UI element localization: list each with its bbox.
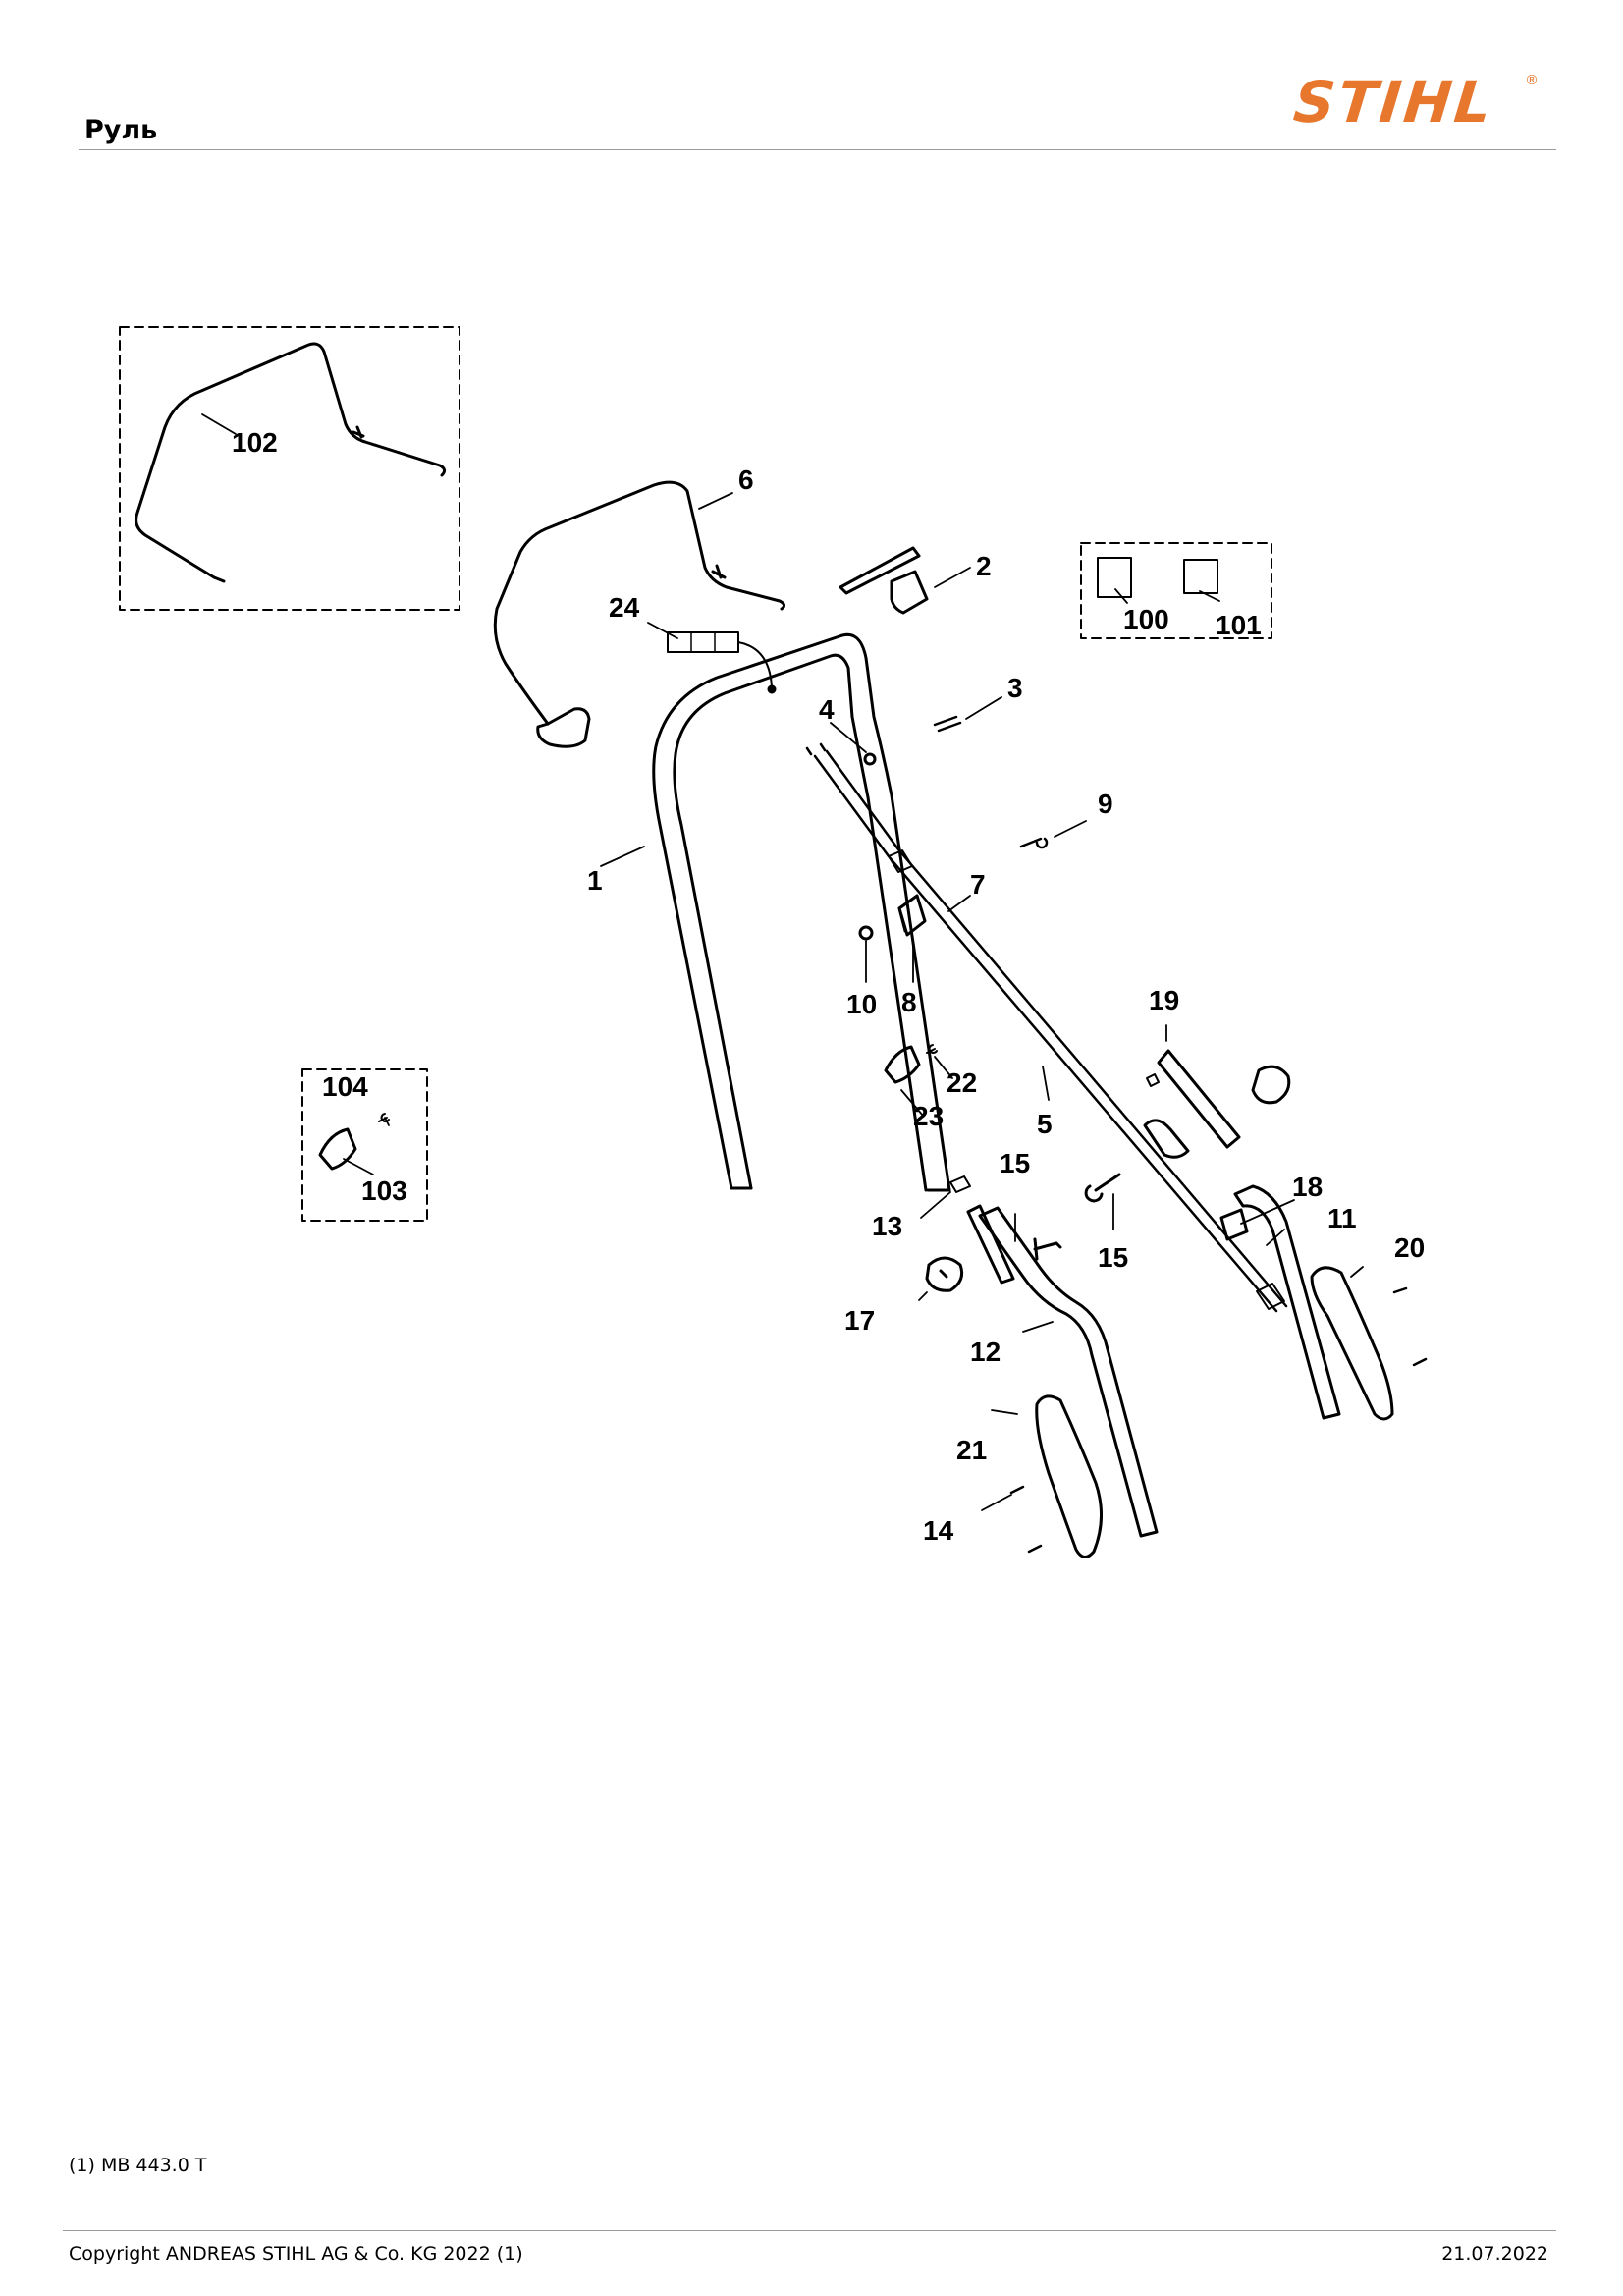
callout-15a: 15 (1000, 1148, 1030, 1178)
part-3-pin (933, 715, 962, 733)
callout-14: 14 (923, 1515, 954, 1546)
header-divider (79, 149, 1556, 150)
callout-103: 103 (361, 1175, 407, 1206)
callout-3: 3 (1007, 673, 1023, 703)
part-1-upper-handle (652, 632, 951, 1192)
callout-17: 17 (844, 1305, 875, 1336)
logo-registered-mark: ® (1525, 73, 1539, 88)
callout-19: 19 (1149, 985, 1179, 1015)
part-9-screw (1019, 837, 1049, 849)
part-21-side-cover-left (1009, 1394, 1104, 1558)
callout-4: 4 (819, 694, 835, 725)
callout-24: 24 (609, 592, 640, 623)
callout-9: 9 (1098, 789, 1113, 819)
inset-box-102 (119, 326, 460, 611)
callout-20: 20 (1394, 1232, 1425, 1263)
callout-15b: 15 (1098, 1242, 1128, 1273)
document-date: 21.07.2022 (1441, 2243, 1548, 2265)
callout-5: 5 (1037, 1109, 1053, 1139)
callout-7: 7 (970, 869, 986, 900)
part-23-cable-holder (884, 1044, 938, 1084)
part-103-104-holder (318, 1113, 390, 1171)
part-10-nut (858, 925, 874, 941)
footer-divider (63, 2230, 1556, 2231)
callout-12: 12 (970, 1337, 1001, 1367)
part-5-7-cables (805, 742, 1288, 1313)
callout-1: 1 (587, 865, 603, 896)
part-4-nut (863, 752, 877, 766)
callout-2: 2 (976, 551, 992, 581)
callout-22: 22 (947, 1067, 977, 1098)
part-8-clamp (897, 894, 927, 937)
part-100-101-labels (1097, 557, 1218, 598)
stihl-logo: STIHL ® (1288, 67, 1539, 136)
part-15-bolt-a (1033, 1237, 1062, 1261)
part-13-screw (949, 1175, 971, 1193)
part-20-side-cover-right (1310, 1266, 1428, 1421)
copyright-text: Copyright ANDREAS STIHL AG & Co. KG 2022… (69, 2243, 523, 2265)
part-24-label (667, 631, 777, 694)
callout-13: 13 (872, 1211, 902, 1241)
inset-box-103-104 (301, 1068, 428, 1222)
callout-6: 6 (738, 465, 754, 495)
callout-11: 11 (1327, 1203, 1357, 1233)
leader-lines (201, 413, 1364, 1511)
part-18-clamp (1219, 1208, 1249, 1241)
part-15-bolt-b (1084, 1173, 1121, 1203)
callout-8: 8 (901, 987, 917, 1017)
part-19-quick-release (1143, 1049, 1291, 1159)
callout-23: 23 (913, 1101, 944, 1131)
part-102-bail-wire (135, 342, 447, 583)
page-title: Руль (84, 115, 158, 145)
part-17-knob (925, 1256, 964, 1292)
callout-18: 18 (1292, 1172, 1323, 1202)
callout-10: 10 (846, 989, 877, 1019)
part-11-lower-handle-right (1233, 1184, 1341, 1420)
inset-box-100-101 (1080, 542, 1272, 639)
callout-21: 21 (956, 1435, 987, 1465)
callout-101: 101 (1216, 610, 1262, 640)
footnote: (1) MB 443.0 T (69, 2155, 207, 2176)
callout-104: 104 (322, 1071, 368, 1102)
part-6-operating-bail (493, 480, 786, 748)
part-2-cable-clip (839, 546, 929, 615)
part-12-lower-handle-left (966, 1204, 1159, 1538)
callout-102: 102 (232, 427, 278, 458)
callout-100: 100 (1123, 604, 1169, 634)
